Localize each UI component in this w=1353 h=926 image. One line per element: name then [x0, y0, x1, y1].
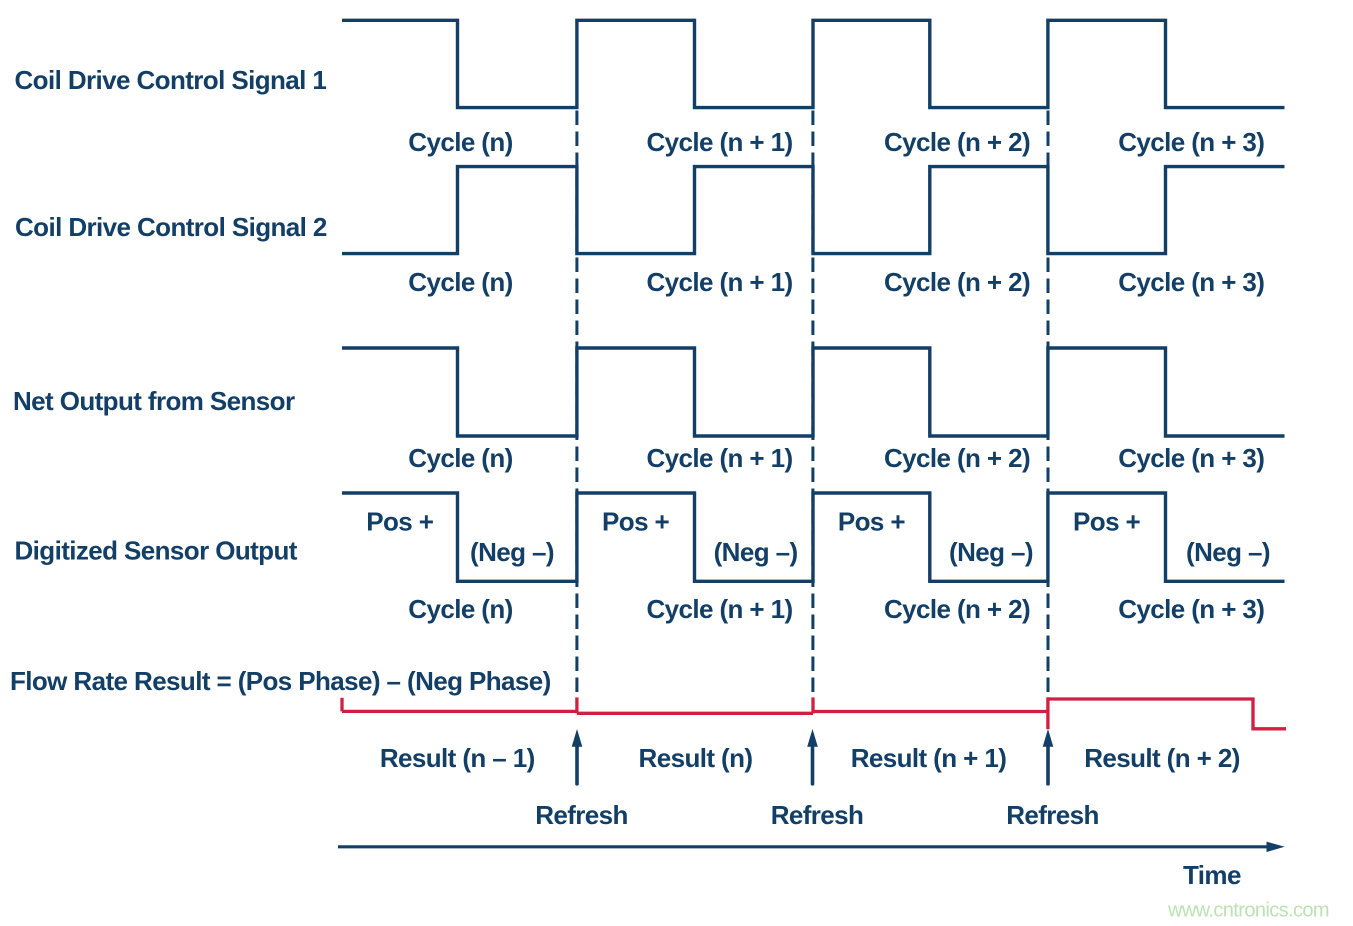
svg-text:Cycle (n + 3): Cycle (n + 3)	[1118, 267, 1264, 297]
svg-text:(Neg –): (Neg –)	[714, 537, 798, 567]
svg-text:Flow Rate Result = (Pos Phase): Flow Rate Result = (Pos Phase) – (Neg Ph…	[10, 666, 551, 696]
svg-text:Cycle (n + 2): Cycle (n + 2)	[884, 443, 1030, 473]
svg-text:Time: Time	[1183, 860, 1241, 890]
svg-text:Coil Drive Control Signal 1: Coil Drive Control Signal 1	[15, 65, 327, 95]
svg-text:Pos +: Pos +	[366, 507, 434, 537]
svg-text:Digitized Sensor Output: Digitized Sensor Output	[15, 536, 298, 566]
svg-text:Cycle (n + 3): Cycle (n + 3)	[1118, 594, 1264, 624]
svg-text:Pos +: Pos +	[602, 507, 670, 537]
svg-text:Result (n + 2): Result (n + 2)	[1084, 743, 1240, 773]
svg-text:Pos +: Pos +	[1073, 507, 1141, 537]
svg-text:Cycle (n): Cycle (n)	[408, 443, 512, 473]
svg-text:Cycle (n): Cycle (n)	[408, 267, 512, 297]
svg-text:www.cntronics.com: www.cntronics.com	[1167, 900, 1329, 922]
svg-text:Pos +: Pos +	[838, 507, 906, 537]
svg-text:Result (n – 1): Result (n – 1)	[380, 743, 535, 773]
svg-text:Cycle (n + 1): Cycle (n + 1)	[646, 594, 792, 624]
svg-text:Cycle (n + 1): Cycle (n + 1)	[646, 443, 792, 473]
svg-text:Cycle (n + 1): Cycle (n + 1)	[646, 127, 792, 157]
svg-text:Cycle (n + 3): Cycle (n + 3)	[1118, 443, 1264, 473]
svg-text:Coil Drive Control Signal 2: Coil Drive Control Signal 2	[15, 212, 327, 242]
svg-text:(Neg –): (Neg –)	[949, 537, 1033, 567]
svg-text:Cycle (n): Cycle (n)	[408, 127, 512, 157]
svg-text:Result (n): Result (n)	[639, 743, 753, 773]
svg-text:Cycle (n + 2): Cycle (n + 2)	[884, 594, 1030, 624]
svg-text:Cycle (n + 2): Cycle (n + 2)	[884, 127, 1030, 157]
svg-text:Refresh: Refresh	[771, 800, 864, 830]
svg-text:Refresh: Refresh	[535, 800, 628, 830]
svg-text:(Neg –): (Neg –)	[1186, 537, 1270, 567]
svg-text:Net Output from Sensor: Net Output from Sensor	[13, 386, 295, 416]
svg-text:Cycle (n + 3): Cycle (n + 3)	[1118, 127, 1264, 157]
svg-text:Cycle (n + 2): Cycle (n + 2)	[884, 267, 1030, 297]
svg-text:(Neg –): (Neg –)	[470, 537, 554, 567]
svg-text:Result (n + 1): Result (n + 1)	[851, 743, 1007, 773]
svg-text:Cycle (n): Cycle (n)	[408, 594, 512, 624]
svg-text:Refresh: Refresh	[1006, 800, 1099, 830]
svg-text:Cycle (n + 1): Cycle (n + 1)	[646, 267, 792, 297]
